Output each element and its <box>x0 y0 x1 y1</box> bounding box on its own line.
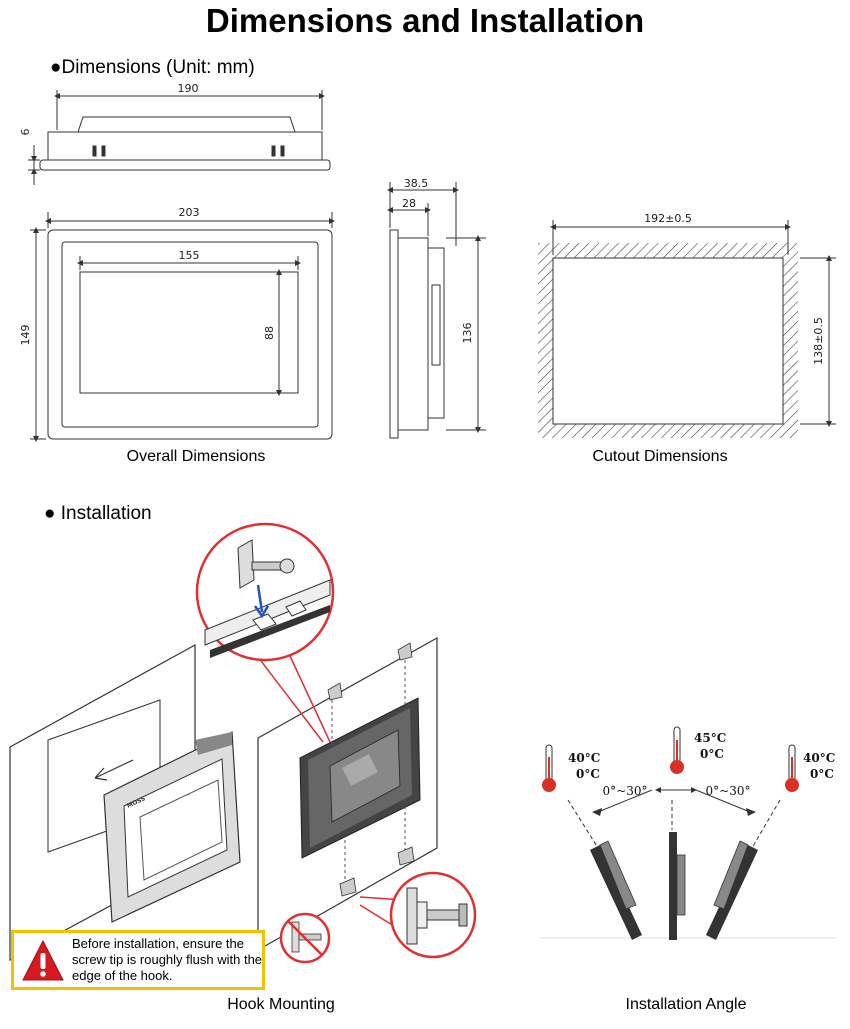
tilted-right-panel <box>706 840 758 940</box>
installation-heading-text: Installation <box>60 503 152 524</box>
cutout-width-label: 192±0.5 <box>644 212 692 225</box>
installation-angle-illustration: 0°~30° 0°~30° 40°C 0°C 45°C 0°C 40°C 0°C <box>540 726 836 940</box>
side-depth-label: 38.5 <box>404 177 429 190</box>
panel-insert-illustration: MOSS <box>9 643 241 962</box>
overall-dimensions-caption: Overall Dimensions <box>126 448 266 465</box>
left-temp-low: 0°C <box>576 767 600 781</box>
cutout-drawing <box>538 220 836 438</box>
center-temp-high: 45°C <box>694 731 726 745</box>
bullet-icon: ● <box>50 57 62 78</box>
top-view-drawing <box>28 90 331 185</box>
left-temp-high: 40°C <box>568 751 600 765</box>
hook-side-callout <box>359 871 477 959</box>
side-height-label: 136 <box>461 323 474 344</box>
front-view-drawing <box>30 212 335 442</box>
warning-box: Before installation, ensure the screw ti… <box>11 930 265 990</box>
thermometer-icon <box>670 726 684 774</box>
cutout-dimensions-caption: Cutout Dimensions <box>592 448 728 465</box>
prohibited-screw-icon <box>279 912 331 964</box>
page-title: Dimensions and Installation <box>205 2 645 39</box>
installation-angle-caption: Installation Angle <box>625 996 747 1013</box>
side-inner-depth-label: 28 <box>402 197 416 210</box>
right-temp-high: 40°C <box>803 751 835 765</box>
dimensions-heading: ●Dimensions (Unit: mm) <box>50 57 255 79</box>
hook-detail-callout <box>195 522 335 743</box>
dimensions-heading-text: Dimensions (Unit: mm) <box>61 57 255 78</box>
left-angle-range: 0°~30° <box>603 784 648 798</box>
front-height-label: 149 <box>19 325 32 346</box>
right-angle-range: 0°~30° <box>706 784 751 798</box>
center-temp-low: 0°C <box>700 747 724 761</box>
right-temp-low: 0°C <box>810 767 834 781</box>
front-width-label: 203 <box>179 206 200 219</box>
installation-heading: ● Installation <box>44 503 152 525</box>
screen-height-label: 88 <box>263 326 276 340</box>
thermometer-icon <box>542 744 556 792</box>
top-width-label: 190 <box>178 82 199 95</box>
cutout-height-label: 138±0.5 <box>812 317 825 365</box>
warning-icon <box>22 940 64 981</box>
hook-mounting-caption: Hook Mounting <box>227 996 335 1013</box>
warning-text: Before installation, ensure the screw ti… <box>72 936 263 983</box>
thermometer-icon <box>785 744 799 792</box>
screen-width-label: 155 <box>179 249 200 262</box>
top-depth-label: 6 <box>19 129 32 136</box>
vertical-panel <box>669 832 686 940</box>
tilted-left-panel <box>590 840 642 940</box>
bullet-icon: ● <box>44 503 56 524</box>
side-view-drawing <box>387 182 486 439</box>
